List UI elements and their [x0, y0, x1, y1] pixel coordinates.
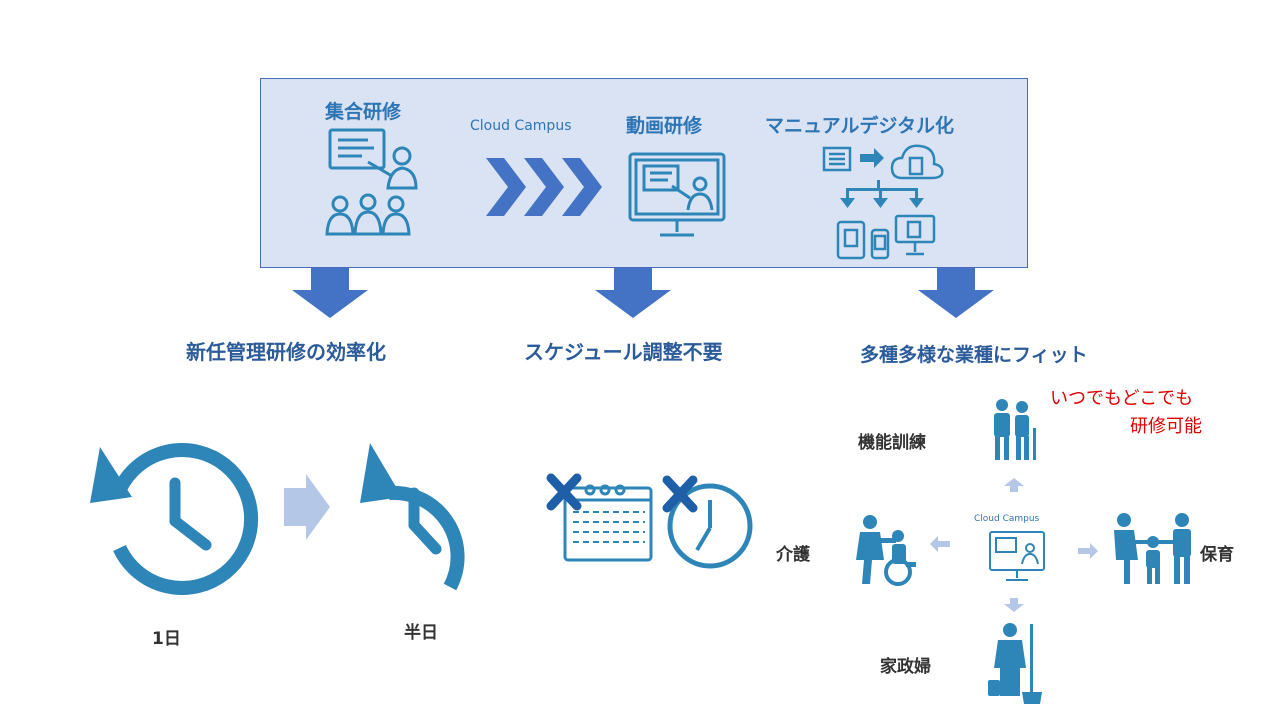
time-after-label: 半日: [404, 623, 438, 643]
down-arrow-icon: [292, 268, 368, 318]
down-small-arrow-icon: [1004, 598, 1024, 612]
down-arrow-icon: [918, 268, 994, 318]
video-monitor-icon: [628, 152, 726, 237]
industry-care-label: 介護: [776, 545, 810, 565]
classroom-training-icon: [325, 128, 418, 236]
schedule-cancel-icon: [546, 473, 753, 569]
video-training-label: 動画研修: [626, 115, 703, 137]
anytime-text-line2: 研修可能: [1130, 416, 1202, 437]
manual-digital-label: マニュアルデジタル化: [765, 115, 955, 137]
manual-digitization-icon: [822, 144, 944, 260]
childcare-family-icon: [1114, 513, 1191, 584]
industry-rehab-label: 機能訓練: [858, 433, 926, 453]
group-training-label: 集合研修: [325, 101, 402, 123]
cloud-campus-brand: Cloud Campus: [470, 118, 572, 134]
benefit-efficiency: 新任管理研修の効率化: [186, 340, 386, 364]
time-before-label: 1日: [152, 629, 181, 649]
history-clock-icon: [90, 443, 259, 595]
half-history-clock-icon: [360, 443, 465, 591]
right-arrow-icon: [284, 474, 330, 540]
up-arrow-icon: [1004, 478, 1024, 492]
center-video-monitor-icon: [989, 531, 1045, 581]
industry-housekeeping-label: 家政婦: [880, 657, 931, 677]
caregiver-wheelchair-icon: [856, 515, 916, 586]
housekeeper-icon: [988, 623, 1042, 704]
down-arrow-icon: [595, 268, 671, 318]
right-small-arrow-icon: [1078, 543, 1098, 559]
benefit-no-schedule: スケジュール調整不要: [524, 340, 723, 364]
left-arrow-icon: [930, 536, 950, 552]
anytime-text-line1: いつでもどこでも: [1050, 388, 1194, 409]
elderly-rehab-icon: [994, 399, 1036, 460]
benefit-fit-industries: 多種多様な業種にフィット: [860, 344, 1088, 366]
center-cloud-campus-brand: Cloud Campus: [974, 514, 1040, 524]
industry-childcare-label: 保育: [1200, 545, 1234, 565]
chevron-arrows-icon: [486, 158, 602, 216]
